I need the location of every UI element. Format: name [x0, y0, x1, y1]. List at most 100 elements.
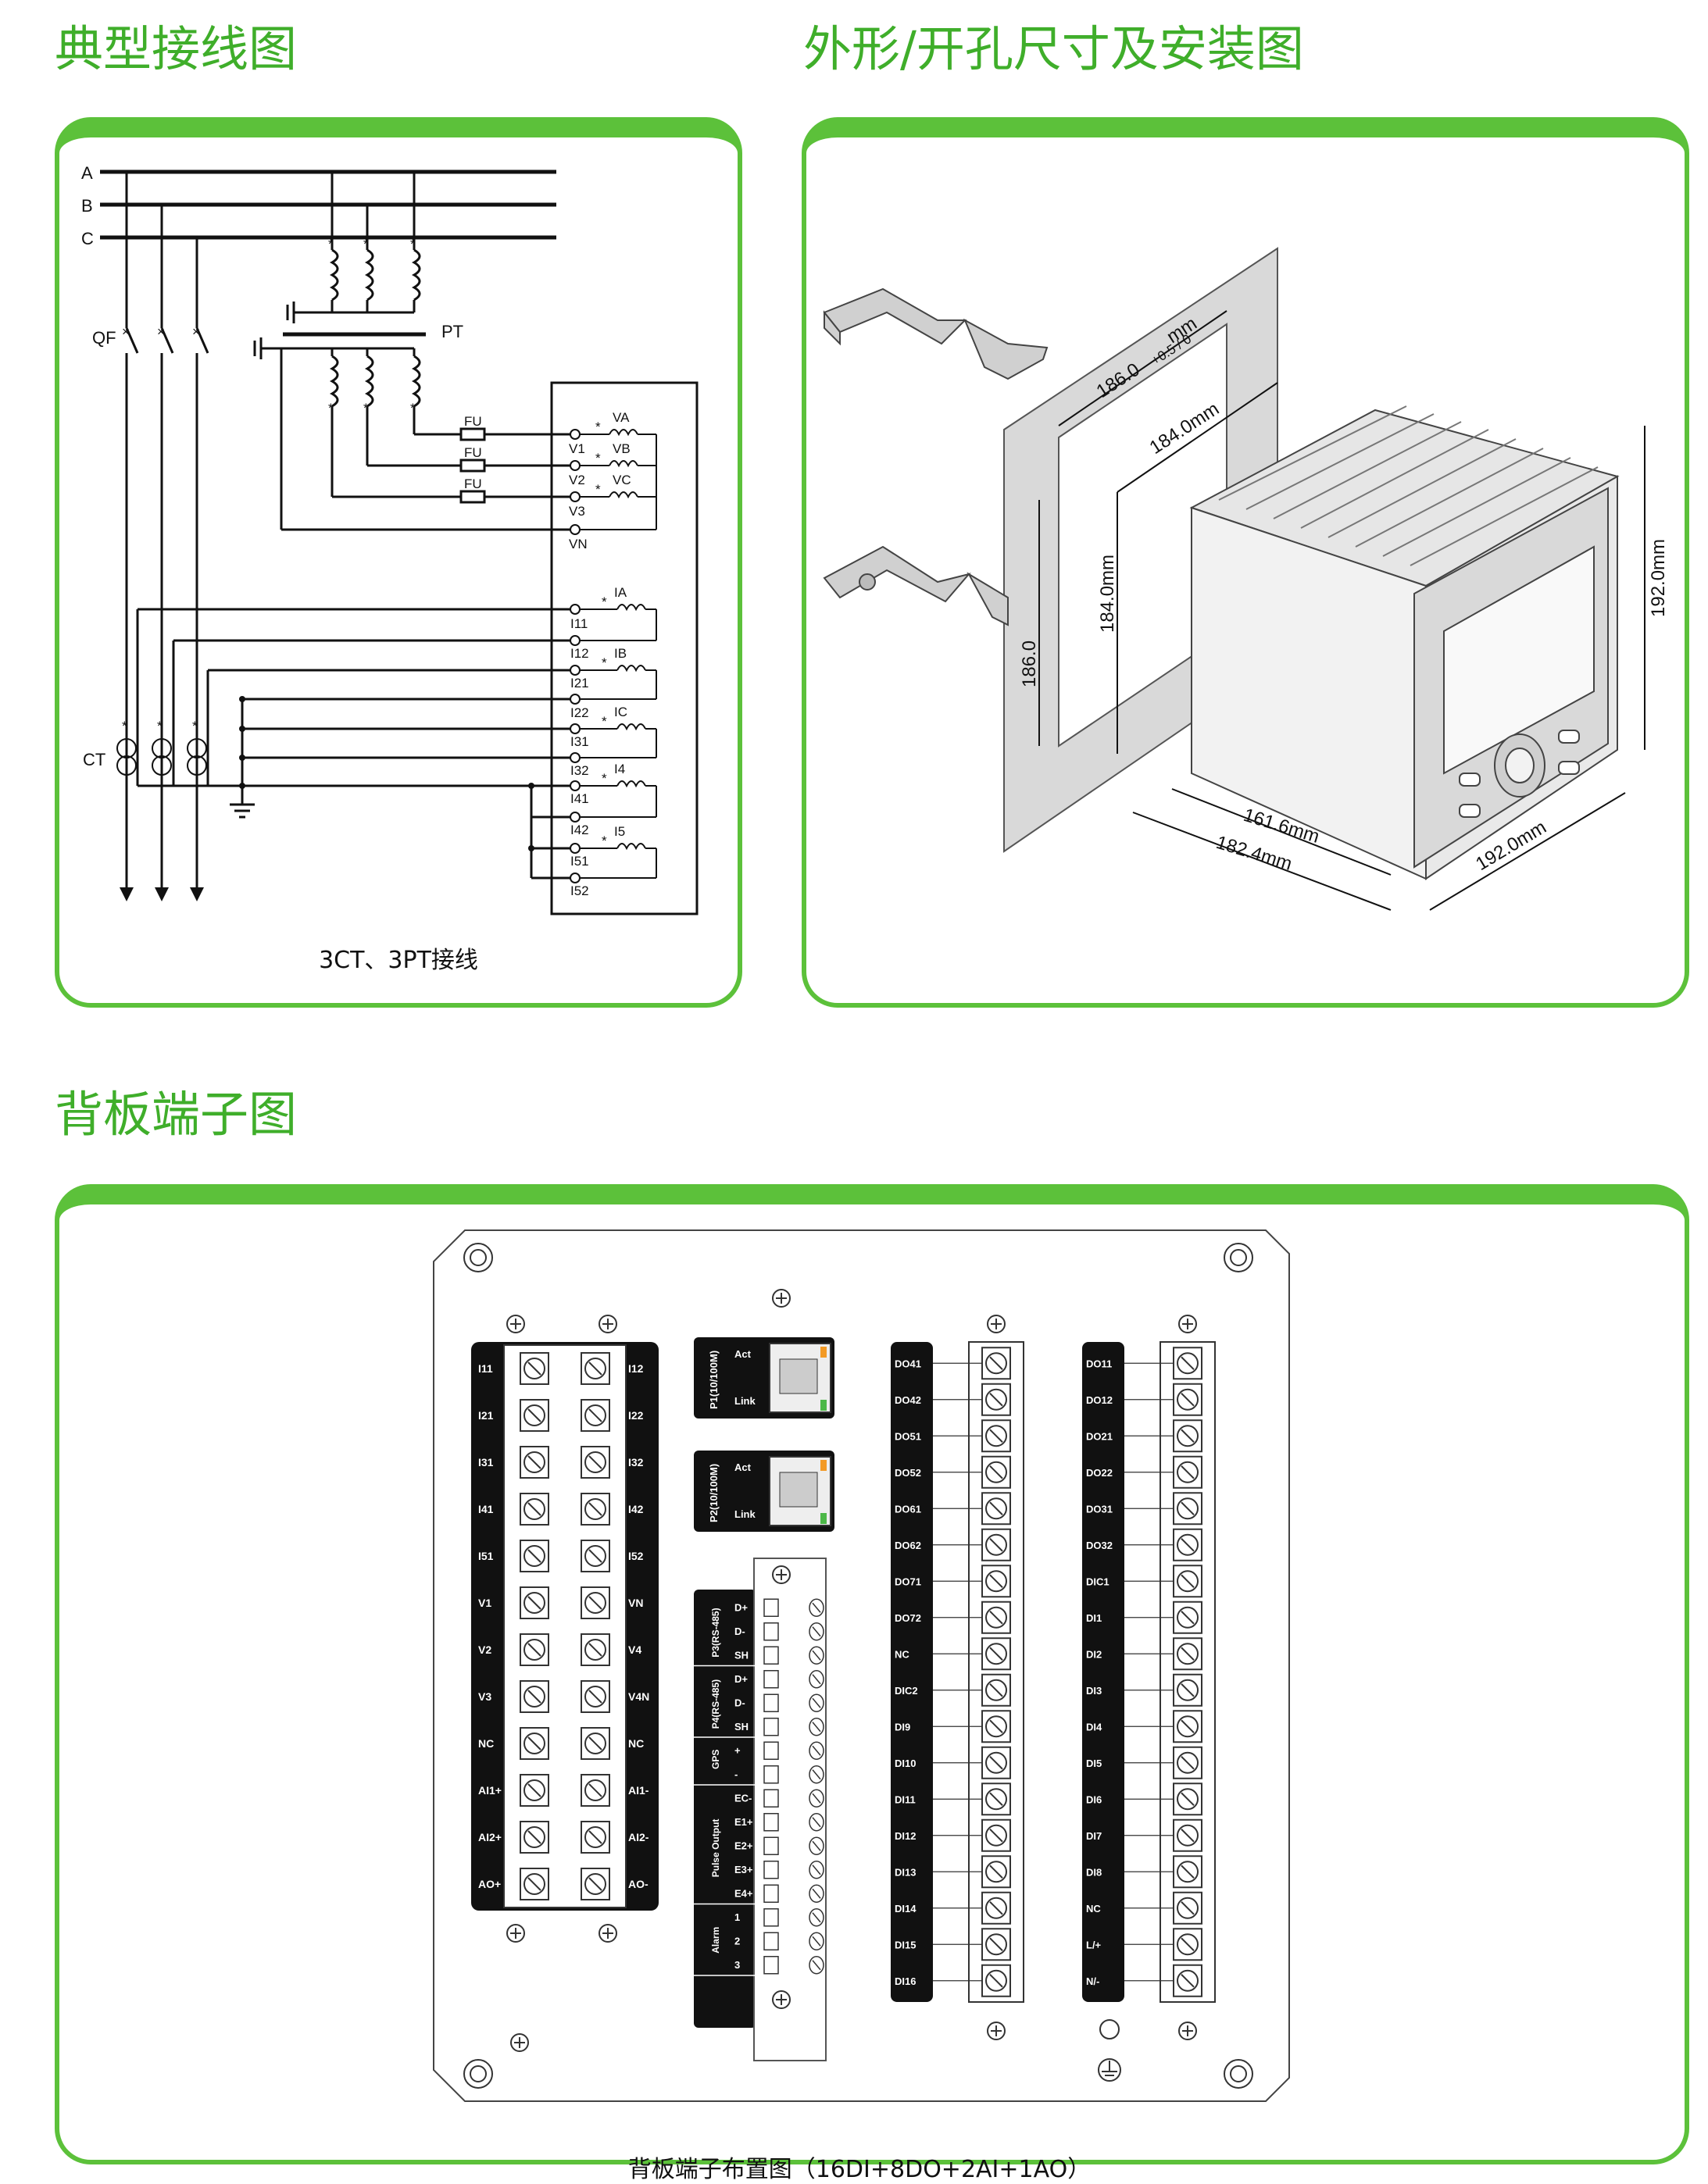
comm-pin-box-4-1 [763, 1932, 779, 1950]
block4-label-14: DI8 [1086, 1866, 1102, 1878]
comm-pin-4-2: 3 [734, 1959, 740, 1971]
block1-right-screw-0-slot [588, 1361, 602, 1376]
comm-pin-box-4-0 [763, 1908, 779, 1927]
block1-right-screw-9-slot [588, 1783, 602, 1797]
block4-screw-8-slot [1181, 1647, 1195, 1661]
block3-screw-4-slot [989, 1501, 1003, 1515]
svg-text:*: * [595, 419, 601, 434]
v3-terminal: V3 [569, 504, 585, 519]
port-2-name: P2(10/100M) [708, 1464, 720, 1522]
block3-label-13: DI12 [895, 1830, 916, 1842]
block1-right-label-0: I12 [628, 1362, 644, 1375]
wiring-panel [55, 117, 742, 1008]
height-dim: 192.0mm [1648, 539, 1669, 617]
block4-screw-5-slot [1181, 1538, 1195, 1552]
block4-label-7: DI1 [1086, 1612, 1102, 1624]
comm-pin-slot-4-2 [812, 1960, 821, 1971]
port-2-link-label: Link [734, 1508, 756, 1520]
comm-pin-box-3-0 [763, 1789, 779, 1808]
comm-pin-box-3-3 [763, 1861, 779, 1879]
i31-terminal: I31 [570, 734, 589, 749]
block1-left-screw-2-slot [527, 1455, 541, 1469]
block4-label-2: DO21 [1086, 1430, 1113, 1442]
block1-right-screw-4-slot [588, 1549, 602, 1563]
block4-screw-10-slot [1181, 1719, 1195, 1733]
block3-screw-6-slot [989, 1574, 1003, 1588]
svg-text:*: * [602, 714, 607, 729]
block1-left-screw-1-slot [527, 1408, 541, 1422]
svg-text:×: × [122, 324, 130, 339]
comm-pin-3-0: EC- [734, 1792, 752, 1804]
block1-left-label-2: I31 [478, 1456, 494, 1468]
comm-pin-box-1-0 [763, 1670, 779, 1689]
panel-side-dim: 184.0mm [1097, 555, 1118, 633]
comm-pin-slot-3-2 [812, 1840, 821, 1851]
wiring-caption: 3CT、3PT接线 [319, 947, 478, 974]
svg-text:*: * [602, 655, 607, 670]
block3-label-3: DO52 [895, 1467, 921, 1479]
block3-screw-14-slot [989, 1865, 1003, 1879]
block3-screw-1-slot [989, 1393, 1003, 1407]
comm-pin-box-4-2 [763, 1956, 779, 1975]
comm-pin-slot-1-0 [812, 1674, 821, 1685]
i42-terminal: I42 [570, 823, 589, 837]
port-1-link-led [820, 1400, 827, 1411]
dimension-section-title: 外形/开孔尺寸及安装图 [803, 20, 1304, 77]
block1-right-screw-5-slot [588, 1596, 602, 1610]
block3-screw-0-slot [989, 1356, 1003, 1370]
voltage-coils: *** [570, 419, 657, 535]
block3-label-11: DI10 [895, 1758, 916, 1769]
block1-left-label-1: I21 [478, 1409, 494, 1422]
svg-text:*: * [602, 594, 607, 609]
i32-terminal: I32 [570, 763, 589, 778]
block4-label-17: N/- [1086, 1975, 1099, 1987]
block3-label-1: DO42 [895, 1394, 921, 1406]
comm-connector [753, 1558, 827, 2061]
comm-pin-slot-0-1 [812, 1626, 821, 1637]
block1-left-screw-9-slot [527, 1783, 541, 1797]
qf-label: QF [92, 328, 116, 348]
block3-label-10: DI9 [895, 1721, 910, 1733]
v1-terminal: V1 [569, 441, 585, 456]
block1-right-screw-2-slot [588, 1455, 602, 1469]
block1-right-label-9: AI1- [628, 1784, 649, 1797]
block4-screw-0-slot [1181, 1356, 1195, 1370]
block1-right-label-10: AI2- [628, 1831, 649, 1843]
block4-label-8: DI2 [1086, 1648, 1102, 1660]
block3-screw-5-slot [989, 1538, 1003, 1552]
i5-coil-label: I5 [614, 824, 625, 839]
comm-pin-4-1: 2 [734, 1935, 740, 1947]
block3-screw-16-slot [989, 1937, 1003, 1951]
comm-group-name-1: P4(RS-485) [710, 1679, 721, 1729]
comm-group-name-3: Pulse Output [710, 1819, 721, 1878]
block4-screw-11-slot [1181, 1756, 1195, 1770]
comm-pin-box-2-0 [763, 1741, 779, 1760]
comm-pin-box-0-0 [763, 1598, 779, 1617]
block4-label-15: NC [1086, 1903, 1101, 1915]
svg-text:*: * [192, 719, 198, 733]
i52-terminal: I52 [570, 883, 589, 898]
meter-box [550, 381, 699, 915]
comm-pin-slot-2-0 [812, 1745, 821, 1756]
i21-terminal: I21 [570, 676, 589, 691]
block3-label-2: DO51 [895, 1430, 921, 1442]
block3-screw-3-slot [989, 1465, 1003, 1479]
comm-pin-box-0-2 [763, 1646, 779, 1665]
comm-pin-slot-3-3 [812, 1865, 821, 1875]
block4-label-16: L/+ [1086, 1939, 1102, 1950]
block1-left-screw-0-slot [527, 1361, 541, 1376]
current-coils: ***** [570, 594, 657, 883]
comm-pin-2-1: - [734, 1768, 738, 1780]
block3-label-7: DO72 [895, 1612, 921, 1624]
block1-right-screw-10-slot [588, 1830, 602, 1844]
ground-screw [1099, 2019, 1120, 2039]
block1-right-label-6: V4 [628, 1643, 641, 1656]
block1-left-screw-6-slot [527, 1643, 541, 1657]
block4-label-11: DI5 [1086, 1758, 1102, 1769]
port-2-link-led [820, 1513, 827, 1524]
svg-text:×: × [192, 324, 200, 339]
block4-screw-1-slot [1181, 1393, 1195, 1407]
block1-left-label-7: V3 [478, 1690, 491, 1703]
pt-transformer: *** *** [253, 172, 426, 416]
